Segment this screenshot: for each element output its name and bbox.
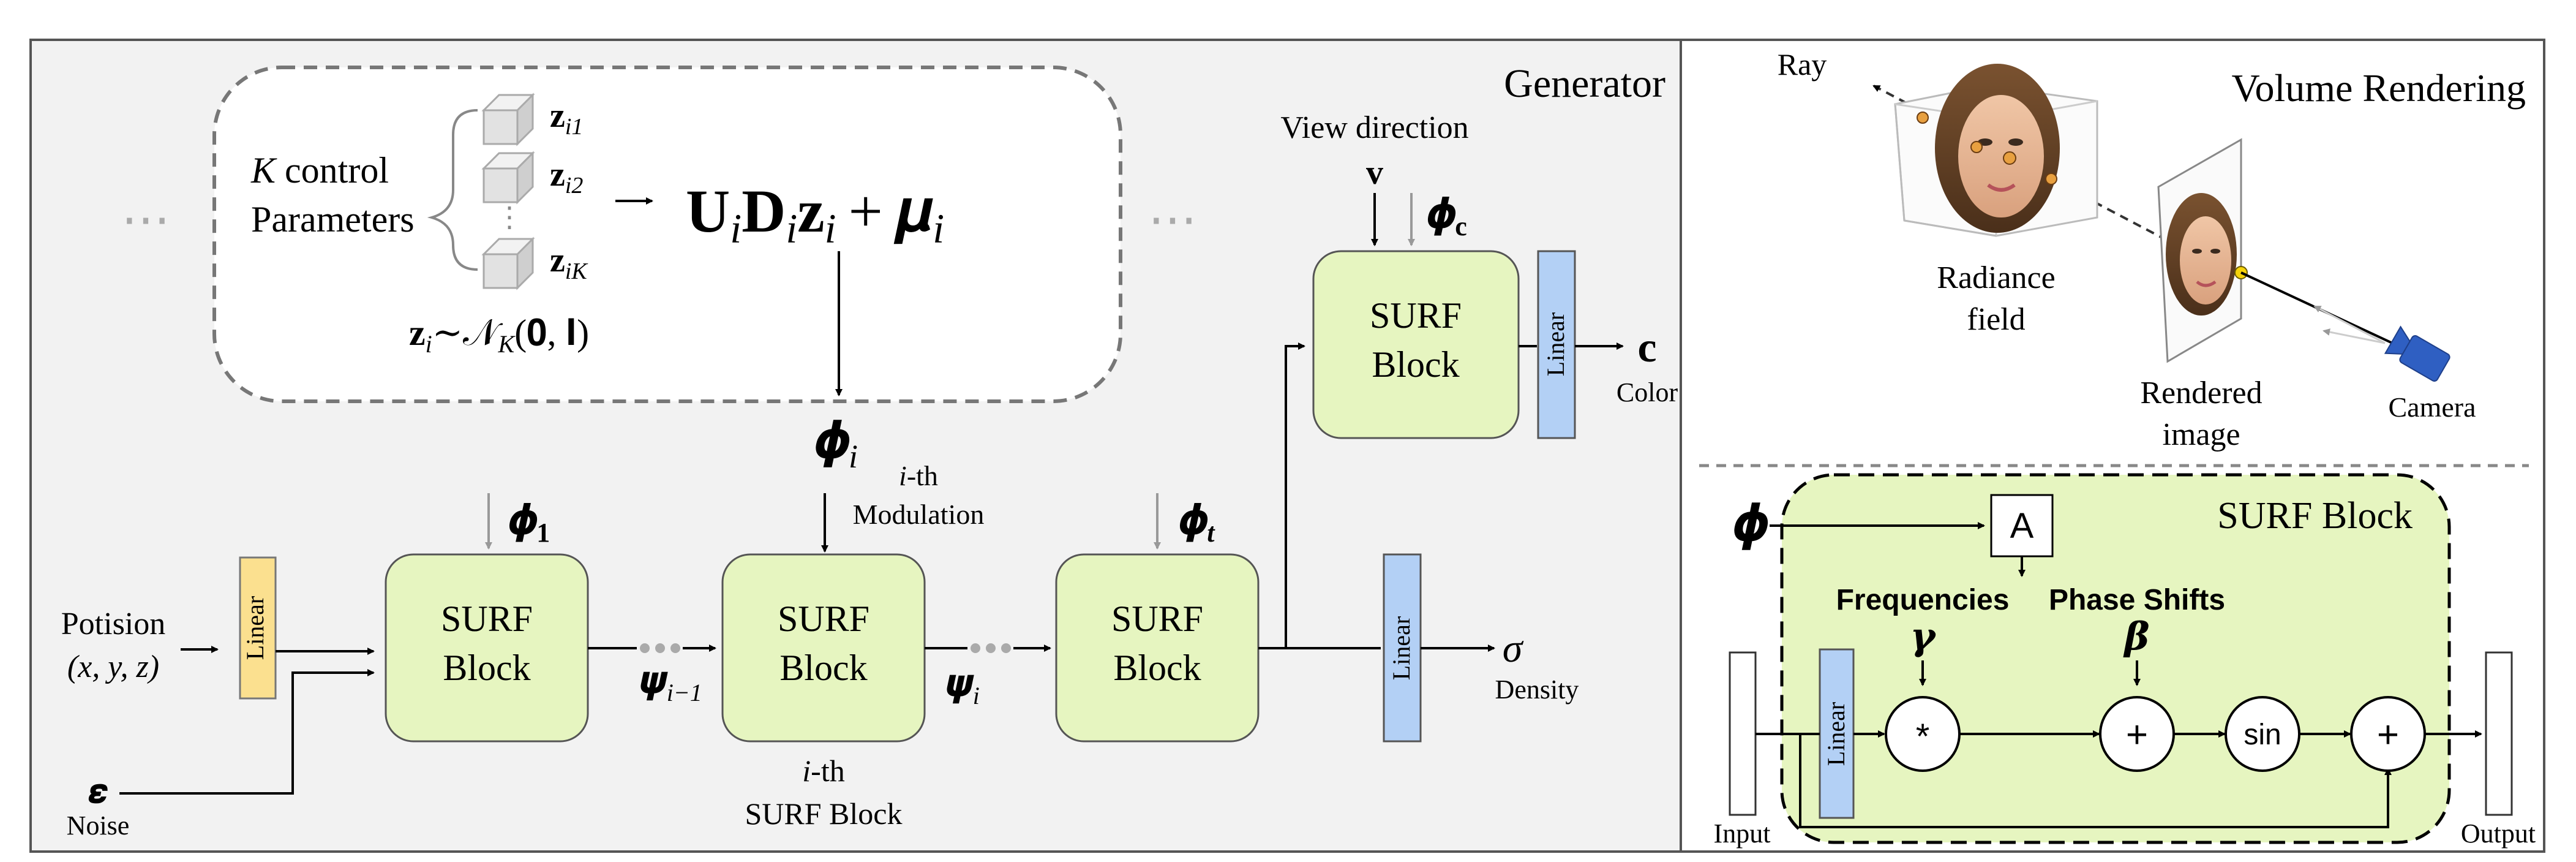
- dot: [670, 643, 680, 653]
- density-symbol: σ: [1503, 626, 1524, 671]
- output-label: Output: [2461, 819, 2536, 849]
- parameter-brace: [427, 109, 478, 271]
- sin-symbol: sin: [2244, 719, 2281, 751]
- k-control-line1: K control: [250, 150, 389, 191]
- input-label: Input: [1714, 819, 1771, 849]
- phi-i-desc1: i-th: [899, 460, 938, 491]
- affine-box: [1990, 494, 2054, 558]
- phase-shifts-label: Phase Shifts: [2049, 584, 2225, 616]
- color-linear-layer: [1537, 250, 1576, 439]
- dot: [655, 643, 665, 653]
- rendered-image-line1: Rendered: [2140, 376, 2262, 410]
- color-symbol: c: [1637, 324, 1656, 371]
- color-linear-label: Linear: [1542, 312, 1569, 376]
- psi-prev-symbol: 𝝍i−1: [640, 660, 702, 706]
- input-linear-label: Linear: [241, 596, 269, 660]
- camera-ray-ghost: [2323, 328, 2386, 344]
- prior-distribution: zi∼𝒩K(𝟎, 𝐈): [409, 312, 589, 358]
- right-panel: Volume Rendering Ray Radiance field: [1680, 39, 2545, 853]
- surf-block-detail-title: SURF Block: [2217, 495, 2413, 537]
- radiance-field-line1: Radiance: [1937, 260, 2055, 295]
- noise-arrow: [119, 669, 375, 795]
- rendered-image-line2: image: [2162, 417, 2240, 452]
- surf-block-i-line1: SURF: [778, 599, 869, 639]
- psi-i-symbol: 𝝍i: [946, 663, 980, 709]
- k-control-line2: Parameters: [251, 199, 415, 240]
- camera-ray-ghost: [2313, 305, 2386, 344]
- cube-z2: [481, 151, 535, 205]
- left-ellipsis: ⋯: [121, 193, 170, 247]
- dot: [1001, 643, 1011, 653]
- ith-block-line2: SURF Block: [745, 796, 902, 831]
- surf-block-1-line2: Block: [443, 648, 530, 688]
- right-ellipsis: ⋯: [1148, 193, 1197, 247]
- surf-block-t-line1: SURF: [1111, 599, 1203, 639]
- phi-input-symbol: 𝝓: [1733, 496, 1768, 550]
- add-shift-symbol: +: [2126, 714, 2148, 756]
- radiance-face-image: [1935, 64, 2060, 233]
- dot: [640, 643, 650, 653]
- input-bar: [1729, 651, 1757, 816]
- radiance-field-cube: [1894, 64, 2098, 237]
- to-color-block-arrow: [1258, 342, 1305, 649]
- latent-parameter-box: [212, 66, 1122, 403]
- detail-linear-layer: [1819, 648, 1855, 819]
- frequencies-label: Frequencies: [1836, 584, 2010, 616]
- z-iK-label: ziK: [550, 241, 588, 284]
- dot: [986, 643, 996, 653]
- output-bar: [2485, 651, 2513, 816]
- rendered-face-image: [2166, 193, 2237, 316]
- phi-i-desc2: Modulation: [853, 499, 985, 530]
- sample-point: [1917, 112, 1929, 124]
- phi-t-symbol: 𝝓t: [1179, 497, 1215, 548]
- volume-rendering-title: Volume Rendering: [2231, 66, 2526, 110]
- sample-point: [2045, 173, 2057, 185]
- dot: [971, 643, 980, 653]
- sample-point: [2003, 151, 2016, 165]
- camera-icon: [2384, 325, 2450, 382]
- affine-label: A: [2010, 506, 2034, 546]
- multiply-symbol: *: [1916, 717, 1930, 757]
- sample-point: [1970, 141, 1983, 153]
- affine-formula: UiDizi+𝝁i: [686, 177, 944, 252]
- cube-vertical-dots: ⋮: [495, 202, 524, 233]
- phi-1-symbol: 𝝓1: [508, 497, 550, 548]
- gamma-symbol: 𝜸: [1910, 616, 1937, 658]
- phi-i-symbol: 𝝓i: [814, 414, 858, 475]
- input-linear-layer: [239, 556, 277, 700]
- noise-symbol: 𝜺: [89, 773, 108, 810]
- beta-symbol: 𝜷: [2123, 616, 2149, 658]
- phi-c-symbol: 𝝓c: [1427, 191, 1467, 241]
- position-input-line1: Potision: [61, 607, 166, 641]
- radiance-field-line2: field: [1967, 302, 2025, 337]
- cube-z1: [481, 93, 535, 146]
- residual-add-symbol: +: [2377, 714, 2399, 756]
- z-i2-label: zi2: [550, 156, 583, 198]
- surf-block-1-line1: SURF: [441, 599, 533, 639]
- detail-linear-label: Linear: [1822, 702, 1850, 766]
- density-linear-layer: [1383, 553, 1422, 743]
- cube-zK: [481, 236, 535, 290]
- surf-block-i-line2: Block: [779, 648, 867, 688]
- surf-block-color-line1: SURF: [1370, 295, 1462, 336]
- camera-label: Camera: [2388, 391, 2476, 423]
- density-linear-label: Linear: [1388, 616, 1415, 680]
- noise-label: Noise: [67, 811, 130, 841]
- surf-block-color: [1312, 250, 1520, 439]
- skip-connection: [1799, 734, 2392, 828]
- surf-block-t-line2: Block: [1113, 648, 1201, 688]
- surf-block-color-line2: Block: [1372, 344, 1459, 385]
- view-direction-symbol: v: [1366, 154, 1383, 192]
- ray-label: Ray: [1778, 47, 1827, 81]
- view-direction-label: View direction: [1280, 110, 1468, 145]
- generator-panel: Generator K control Parameters ⋮ zi1 zi2…: [29, 39, 1682, 853]
- ith-block-line1: i-th: [802, 754, 844, 788]
- position-input-line2: (x, y, z): [67, 649, 159, 684]
- z-i1-label: zi1: [550, 97, 583, 140]
- color-label: Color: [1617, 377, 1678, 407]
- generator-title: Generator: [1504, 61, 1665, 106]
- density-label: Density: [1495, 675, 1579, 705]
